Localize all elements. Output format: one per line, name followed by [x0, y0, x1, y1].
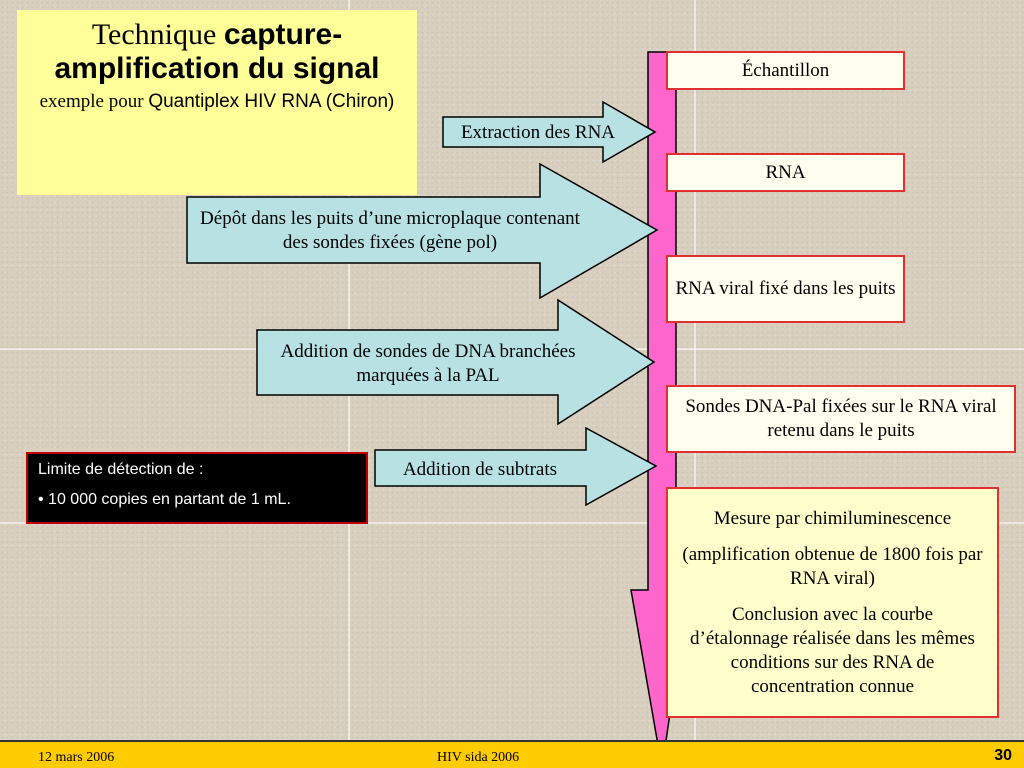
step-text: Mesure par chimiluminescence [713, 507, 952, 529]
step-echantillon: Échantillon [666, 51, 905, 90]
title-bold-part: capture-amplification du signal [54, 18, 380, 85]
step-text: Échantillon [741, 59, 830, 81]
step-rna-viral-fixe: RNA viral fixé dans les puits [666, 255, 905, 323]
step-text: (amplification obtenue de 1800 fois par … [682, 543, 983, 589]
arrow-label-addition-sondes: Addition de sondes de DNA branchées marq… [280, 341, 576, 386]
detection-limit-box: Limite de détection de : • 10 000 copies… [26, 452, 368, 524]
arrow-label-addition-subtrats: Addition de subtrats [402, 459, 558, 480]
footer-date: 12 mars 2006 [38, 750, 115, 765]
subtitle-prefix: exemple pour [39, 91, 144, 112]
arrow-addition-subtrats [374, 426, 658, 507]
step-text: Conclusion avec la courbe d’étalonnage r… [690, 603, 975, 697]
arrow-addition-sondes [256, 298, 656, 426]
title-word-technique: Technique [91, 18, 217, 51]
step-sondes-dna-pal: Sondes DNA-Pal fixées sur le RNA viral r… [666, 385, 1016, 453]
step-mesure-chimiluminescence: Mesure par chimiluminescence (amplificat… [666, 487, 999, 718]
slide-footer: 12 mars 2006 HIV sida 2006 30 [0, 740, 1024, 768]
arrow-label-depot: Dépôt dans les puits d’une microplaque c… [200, 208, 580, 253]
step-text: Sondes DNA-Pal fixées sur le RNA viral r… [685, 396, 997, 441]
footer-title: HIV sida 2006 [437, 750, 520, 765]
step-text: RNA viral fixé dans les puits [675, 278, 896, 299]
step-rna: RNA [666, 153, 905, 192]
background-gridline [0, 522, 1024, 524]
slide-subtitle: exemple pour Quantiplex HIV RNA (Chiron) [17, 90, 417, 114]
step-text: RNA [765, 161, 806, 183]
detection-limit-value: • 10 000 copies en partant de 1 mL. [38, 491, 291, 508]
background-gridline [694, 0, 696, 740]
arrow-extraction [442, 100, 657, 164]
subtitle-product: Quantiplex HIV RNA (Chiron) [148, 91, 395, 112]
arrow-depot [186, 162, 659, 300]
slide-title: Technique capture-amplification du signa… [17, 18, 417, 86]
page-number: 30 [994, 747, 1012, 764]
detection-limit-label: Limite de détection de : [38, 461, 204, 478]
arrow-label-extraction: Extraction des RNA [460, 122, 616, 143]
title-box: Technique capture-amplification du signa… [17, 10, 417, 195]
